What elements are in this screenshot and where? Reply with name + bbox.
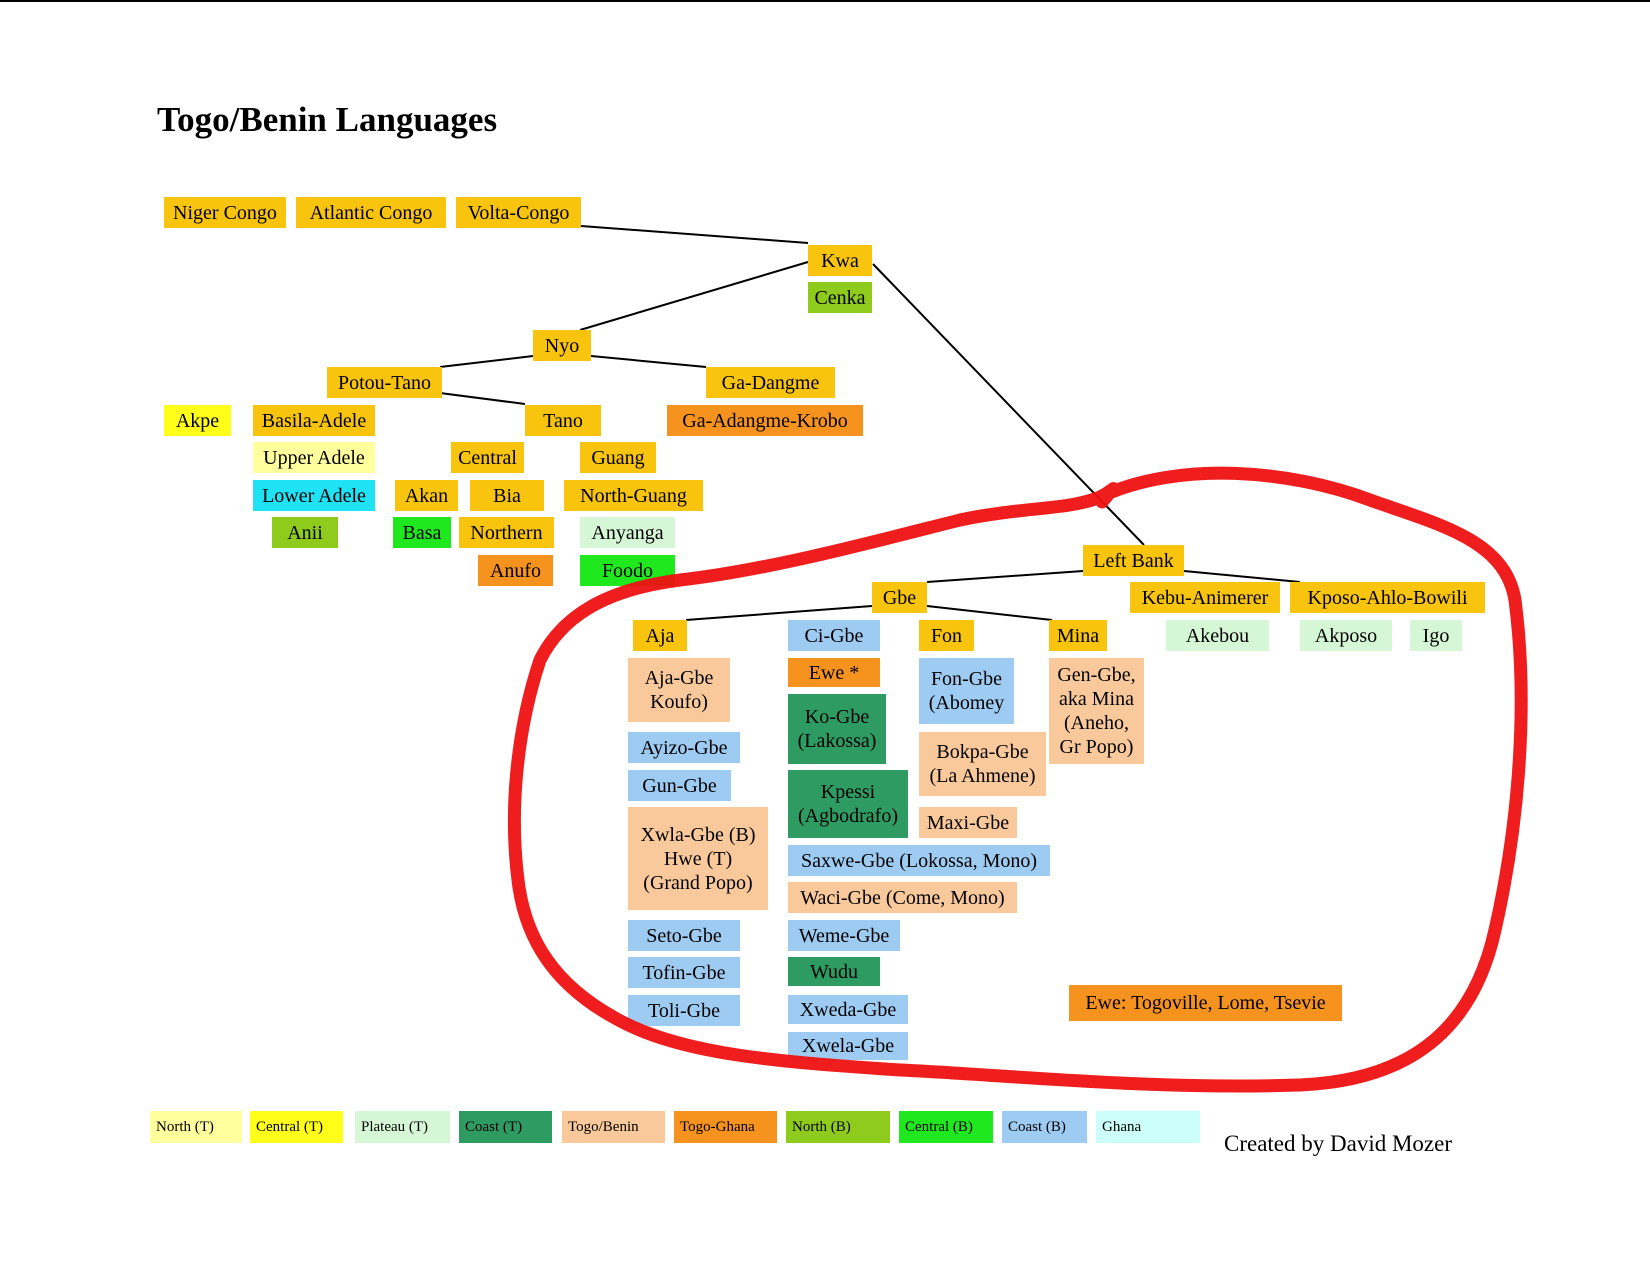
- node-upper-adele: Upper Adele: [253, 442, 375, 473]
- edge-gbe-mina: [926, 605, 1053, 621]
- legend-north-b: North (B): [786, 1111, 890, 1143]
- node-gbe: Gbe: [872, 582, 927, 613]
- page-title: Togo/Benin Languages: [157, 100, 498, 139]
- node-anyanga: Anyanga: [580, 517, 675, 548]
- legend-ghana: Ghana: [1096, 1111, 1200, 1143]
- node-bia: Bia: [470, 480, 544, 511]
- node-volta-congo: Volta-Congo: [456, 197, 581, 228]
- node-north-guang: North-Guang: [564, 480, 703, 511]
- node-maxi-gbe: Maxi-Gbe: [919, 807, 1017, 838]
- node-ga-adangme-krobo: Ga-Adangme-Krobo: [667, 405, 863, 436]
- node-waci-gbe: Waci-Gbe (Come, Mono): [788, 882, 1017, 913]
- edge-nyo-gadangme: [590, 355, 707, 368]
- node-basa: Basa: [393, 517, 451, 548]
- node-kpessi: Kpessi (Agbodrafo): [788, 770, 908, 838]
- node-weme-gbe: Weme-Gbe: [788, 920, 900, 951]
- node-anii: Anii: [272, 517, 338, 548]
- node-ewe-togoville: Ewe: Togoville, Lome, Tsevie: [1069, 985, 1342, 1021]
- node-toli-gbe: Toli-Gbe: [628, 995, 740, 1026]
- node-kposo-ahlo-bowili: Kposo-Ahlo-Bowili: [1290, 582, 1485, 613]
- node-fon: Fon: [919, 620, 974, 651]
- node-anufo: Anufo: [478, 555, 553, 586]
- legend-togo-ghana: Togo-Ghana: [674, 1111, 777, 1143]
- node-gen-gbe: Gen-Gbe, aka Mina (Aneho, Gr Popo): [1049, 658, 1144, 764]
- node-fon-gbe: Fon-Gbe (Abomey: [919, 658, 1014, 724]
- edge-nyo-potou: [439, 355, 534, 368]
- edge-leftbank-gbe: [926, 570, 1084, 583]
- legend-togo-benin: Togo/Benin: [562, 1111, 665, 1143]
- node-guang: Guang: [580, 442, 656, 473]
- node-cenka: Cenka: [808, 282, 872, 313]
- top-border-line: [0, 0, 1650, 2]
- edge-volta-kwa: [580, 225, 809, 244]
- node-nyo: Nyo: [533, 330, 591, 361]
- node-potou-tano: Potou-Tano: [327, 367, 442, 398]
- node-ci-gbe: Ci-Gbe: [788, 620, 880, 651]
- node-kebu-animerer: Kebu-Animerer: [1130, 582, 1280, 613]
- node-basila-adele: Basila-Adele: [253, 405, 375, 436]
- node-ayizo-gbe: Ayizo-Gbe: [628, 732, 740, 763]
- node-aja-gbe: Aja-Gbe Koufo): [628, 658, 730, 722]
- legend-north-t: North (T): [150, 1111, 242, 1143]
- legend-coast-b: Coast (B): [1002, 1111, 1087, 1143]
- node-kwa: Kwa: [808, 245, 872, 276]
- node-left-bank: Left Bank: [1083, 545, 1184, 576]
- edge-gbe-aja: [685, 605, 873, 621]
- node-tofin-gbe: Tofin-Gbe: [628, 957, 740, 988]
- node-saxwe-gbe: Saxwe-Gbe (Lokossa, Mono): [788, 845, 1050, 876]
- node-ewe-star: Ewe *: [788, 658, 880, 687]
- node-akebou: Akebou: [1166, 620, 1269, 651]
- node-mina: Mina: [1049, 620, 1107, 651]
- node-ko-gbe: Ko-Gbe (Lakossa): [788, 694, 886, 764]
- node-tano: Tano: [525, 405, 601, 436]
- node-akposo: Akposo: [1300, 620, 1392, 651]
- node-seto-gbe: Seto-Gbe: [628, 920, 740, 951]
- credit-text: Created by David Mozer: [1224, 1131, 1453, 1156]
- node-xwela-gbe: Xwela-Gbe: [788, 1032, 908, 1060]
- node-aja: Aja: [633, 620, 687, 651]
- node-igo: Igo: [1410, 620, 1462, 651]
- node-lower-adele: Lower Adele: [253, 480, 375, 511]
- node-northern: Northern: [459, 517, 554, 548]
- legend-central-t: Central (T): [250, 1111, 343, 1143]
- legend-coast-t: Coast (T): [459, 1111, 552, 1143]
- node-atlantic-congo: Atlantic Congo: [296, 197, 446, 228]
- node-akpe: Akpe: [164, 405, 231, 436]
- node-xwla-gbe: Xwla-Gbe (B) Hwe (T) (Grand Popo): [628, 807, 768, 910]
- node-bokpa-gbe: Bokpa-Gbe (La Ahmene): [919, 732, 1046, 796]
- legend-central-b: Central (B): [899, 1111, 993, 1143]
- node-ga-dangme: Ga-Dangme: [706, 367, 835, 398]
- node-central: Central: [451, 442, 524, 473]
- edge-potou-tano: [439, 392, 526, 405]
- edge-leftbank-kposo: [1183, 570, 1301, 583]
- node-akan: Akan: [395, 480, 458, 511]
- node-wudu: Wudu: [788, 957, 880, 986]
- node-niger-congo: Niger Congo: [164, 197, 286, 228]
- node-gun-gbe: Gun-Gbe: [628, 770, 731, 801]
- node-xweda-gbe: Xweda-Gbe: [788, 995, 908, 1024]
- legend-plateau-t: Plateau (T): [355, 1111, 450, 1143]
- edge-kwa-nyo: [579, 261, 809, 331]
